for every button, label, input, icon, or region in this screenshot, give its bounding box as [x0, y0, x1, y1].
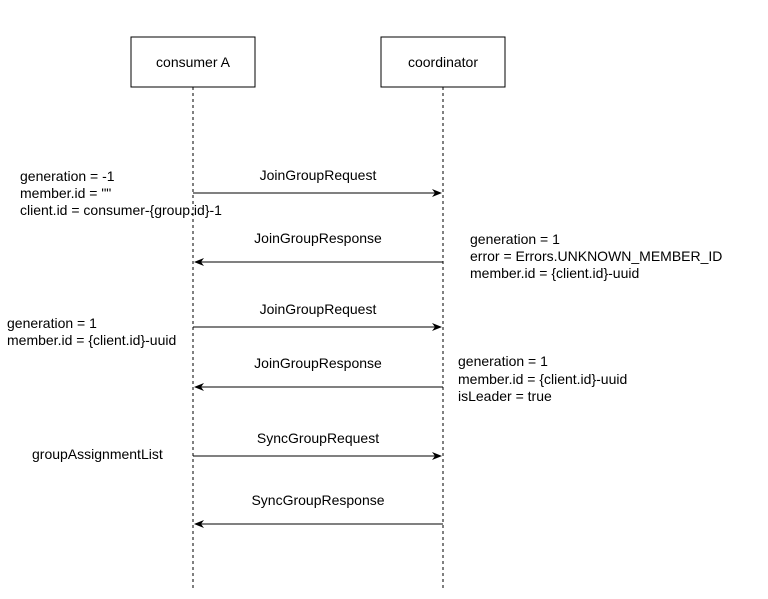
actor-consumer-a: consumer A — [130, 36, 256, 88]
actor-consumer-a-label: consumer A — [156, 54, 231, 70]
note-line: member.id = {client.id}-uuid — [7, 332, 176, 348]
note-join-response-1-params: generation = 1 error = Errors.UNKNOWN_ME… — [470, 231, 722, 281]
note-line: member.id = {client.id}-uuid — [458, 371, 627, 387]
actor-coordinator-label: coordinator — [408, 54, 478, 70]
message-join-group-response-2: JoinGroupResponse — [194, 355, 443, 391]
note-line: generation = 1 — [458, 353, 548, 369]
message-label: SyncGroupResponse — [251, 492, 384, 508]
message-join-group-request-1: JoinGroupRequest — [193, 167, 442, 197]
message-sync-group-request: SyncGroupRequest — [193, 430, 442, 460]
message-label: JoinGroupRequest — [260, 167, 377, 183]
note-line: generation = -1 — [20, 168, 115, 184]
message-join-group-response-1: JoinGroupResponse — [194, 230, 443, 266]
note-line: generation = 1 — [470, 231, 560, 247]
note-line: member.id = "" — [20, 185, 111, 201]
note-line: member.id = {client.id}-uuid — [470, 265, 639, 281]
message-join-group-request-2: JoinGroupRequest — [193, 301, 442, 331]
message-sync-group-response: SyncGroupResponse — [194, 492, 443, 528]
note-line: groupAssignmentList — [32, 446, 163, 462]
message-label: JoinGroupResponse — [254, 230, 382, 246]
note-join-request-2-params: generation = 1 member.id = {client.id}-u… — [7, 315, 176, 348]
message-label: SyncGroupRequest — [257, 430, 379, 446]
note-sync-request-params: groupAssignmentList — [32, 446, 163, 462]
message-label: JoinGroupRequest — [260, 301, 377, 317]
message-label: JoinGroupResponse — [254, 355, 382, 371]
note-join-request-1-params: generation = -1 member.id = "" client.id… — [20, 168, 222, 218]
note-line: error = Errors.UNKNOWN_MEMBER_ID — [470, 248, 722, 264]
note-line: generation = 1 — [7, 315, 97, 331]
note-line: client.id = consumer-{group.id}-1 — [20, 202, 222, 218]
note-line: isLeader = true — [458, 388, 552, 404]
actor-coordinator: coordinator — [380, 36, 506, 88]
note-join-response-2-params: generation = 1 member.id = {client.id}-u… — [458, 353, 627, 404]
